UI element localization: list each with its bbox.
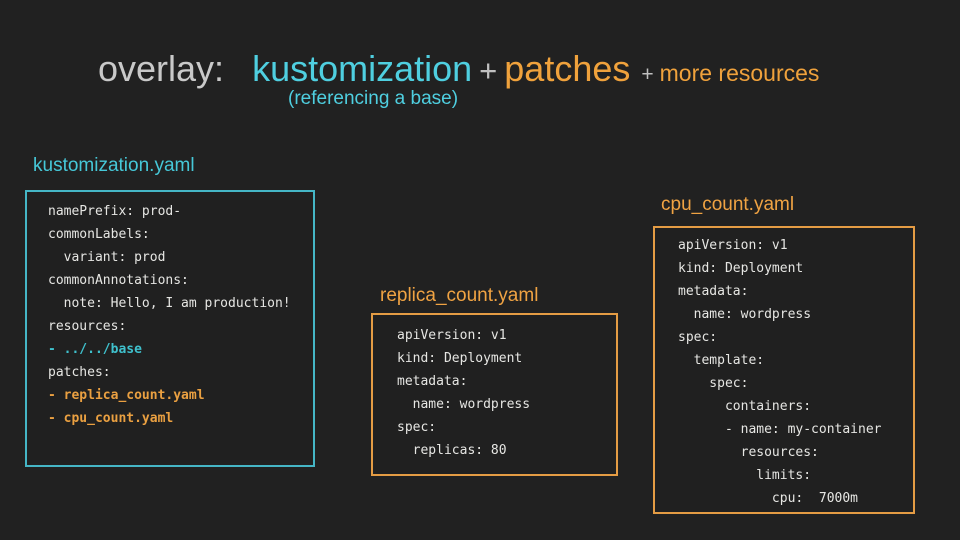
code-line: commonAnnotations: [48, 273, 189, 288]
code-line: patches: [48, 365, 111, 380]
code-line: resources: [678, 445, 819, 460]
cpu-count-yaml-codebox: apiVersion: v1 kind: Deployment metadata… [653, 226, 915, 514]
code-line: apiVersion: v1 [397, 328, 507, 343]
code-line: name: wordpress [678, 307, 812, 322]
code-line: variant: prod [48, 250, 166, 265]
code-line: metadata: [678, 284, 749, 299]
title-patches: patches [504, 48, 631, 89]
replica-count-yaml-codebox: apiVersion: v1 kind: Deployment metadata… [371, 313, 618, 476]
code-line: cpu: 7000m [678, 491, 859, 506]
code-line: apiVersion: v1 [678, 238, 788, 253]
title-subtitle: (referencing a base) [288, 88, 459, 109]
code-line-base-ref: - ../../base [48, 342, 142, 357]
code-line: spec: [678, 330, 718, 345]
title-kustomization: kustomization [252, 48, 473, 89]
cpu-count-yaml-label: cpu_count.yaml [661, 194, 795, 215]
code-line: limits: [678, 468, 812, 483]
code-line: resources: [48, 319, 127, 334]
code-line: name: wordpress [397, 397, 531, 412]
code-line: - name: my-container [678, 422, 882, 437]
code-line: template: [678, 353, 765, 368]
code-line-cpu-patch-ref: - cpu_count.yaml [48, 411, 174, 426]
slide-title: overlay:kustomization+patches+more resou… [98, 48, 819, 98]
kustomization-yaml-codebox: namePrefix: prod- commonLabels: variant:… [25, 190, 315, 467]
code-line: commonLabels: [48, 227, 150, 242]
code-line: kind: Deployment [678, 261, 804, 276]
kustomization-yaml-label: kustomization.yaml [33, 155, 195, 176]
title-more-resources: more resources [659, 60, 820, 86]
code-line: spec: [397, 420, 437, 435]
code-line: kind: Deployment [397, 351, 523, 366]
code-line: replicas: 80 [397, 443, 507, 458]
replica-count-yaml-label: replica_count.yaml [380, 285, 539, 306]
title-plus-1: + [479, 53, 498, 88]
code-line: note: Hello, I am production! [48, 296, 291, 311]
title-overlay-label: overlay: [98, 48, 225, 89]
code-line: containers: [678, 399, 812, 414]
code-line: metadata: [397, 374, 468, 389]
title-plus-2: + [641, 63, 654, 86]
code-line: namePrefix: prod- [48, 204, 182, 219]
code-line: spec: [678, 376, 749, 391]
code-line-replica-patch-ref: - replica_count.yaml [48, 388, 205, 403]
